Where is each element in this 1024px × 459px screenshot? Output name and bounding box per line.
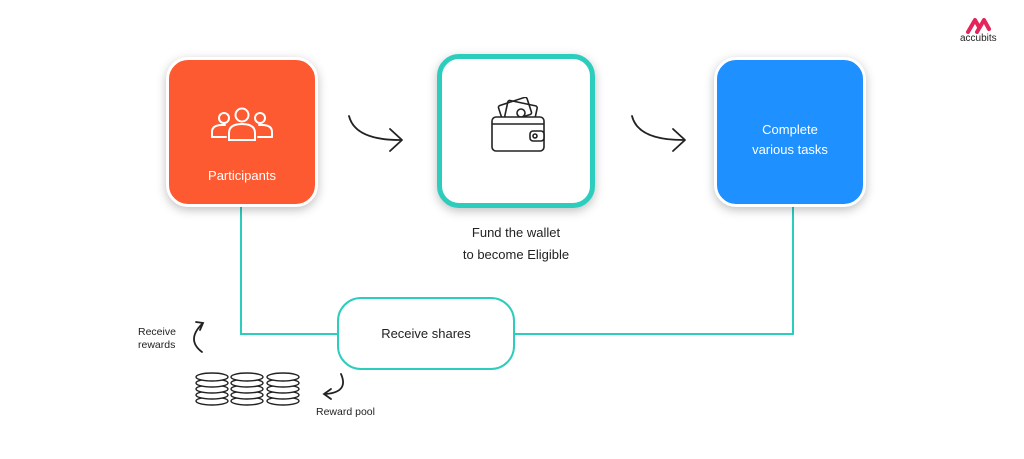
brand-name: accubits (960, 33, 997, 44)
connector-tasks-to-shares (515, 207, 794, 335)
flow-arrow-1 (348, 115, 403, 152)
flow-arrow-2 (631, 115, 686, 152)
reward-pool-arrow (322, 373, 344, 400)
brand-logo-icon (966, 18, 991, 34)
participants-card: Participants (166, 57, 318, 207)
participants-label: Participants (208, 168, 276, 183)
receive-rewards-arrow (193, 321, 205, 353)
tasks-card: Complete various tasks (714, 57, 866, 207)
receive-shares-box: Receive shares (337, 297, 515, 370)
wallet-icon (491, 97, 545, 152)
receive-shares-label: Receive shares (381, 326, 471, 341)
group-icon (211, 107, 273, 141)
reward-pool-label: Reward pool (316, 406, 375, 418)
fund-wallet-caption: Fund the wallet to become Eligible (462, 225, 570, 262)
tasks-label: Complete various tasks (752, 122, 828, 157)
connector-participants-to-shares (240, 207, 337, 335)
receive-rewards-label: Receive rewards (138, 326, 176, 351)
fund-wallet-card (437, 54, 595, 208)
coin-stacks-icon (195, 372, 300, 406)
